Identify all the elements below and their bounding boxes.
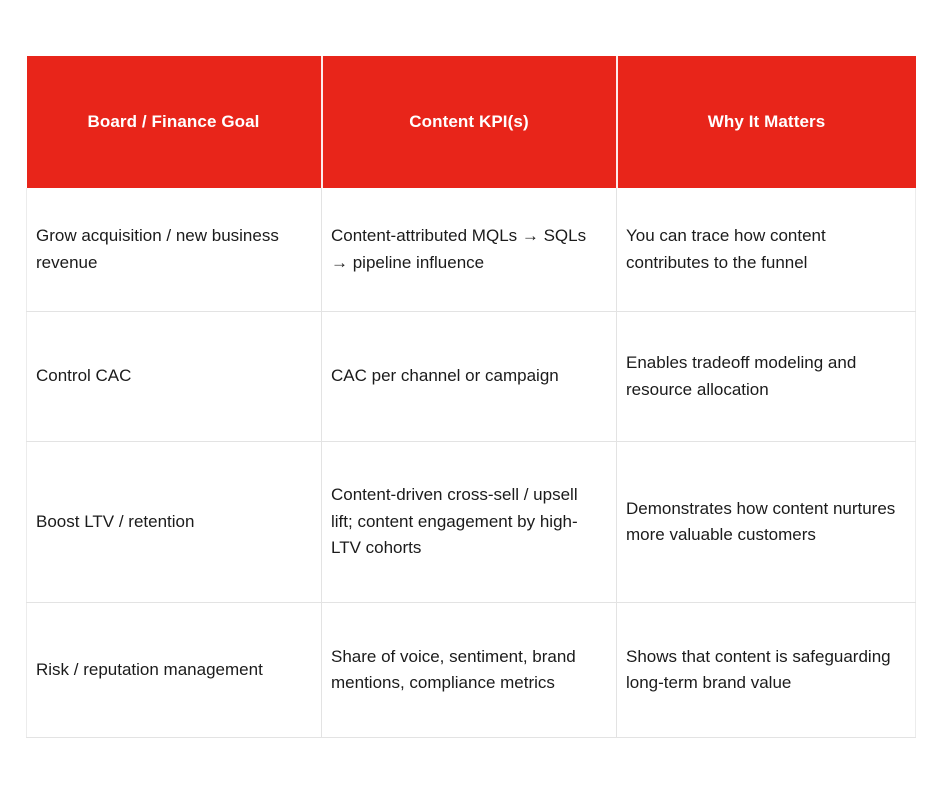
- column-header-board-finance-goal: Board / Finance Goal: [26, 56, 323, 188]
- cell-why: Shows that content is safeguarding long-…: [616, 602, 916, 738]
- table-body: Grow acquisition / new business revenue …: [26, 188, 916, 738]
- board-finance-kpi-table: Board / Finance Goal Content KPI(s) Why …: [26, 56, 916, 738]
- table-header: Board / Finance Goal Content KPI(s) Why …: [26, 56, 916, 188]
- table-row: Grow acquisition / new business revenue …: [26, 188, 916, 312]
- cell-why: Enables tradeoff modeling and resource a…: [616, 311, 916, 442]
- cell-kpi: CAC per channel or campaign: [321, 311, 617, 442]
- cell-why: You can trace how content contributes to…: [616, 188, 916, 312]
- table-row: Control CAC CAC per channel or campaign …: [26, 311, 916, 442]
- table-header-row: Board / Finance Goal Content KPI(s) Why …: [26, 56, 916, 188]
- cell-kpi: Content-driven cross-sell / upsell lift;…: [321, 441, 617, 603]
- cell-goal: Grow acquisition / new business revenue: [26, 188, 322, 312]
- cell-why: Demonstrates how content nurtures more v…: [616, 441, 916, 603]
- cell-goal: Control CAC: [26, 311, 322, 442]
- cell-kpi: Content-attributed MQLs → SQLs → pipelin…: [321, 188, 617, 312]
- cell-kpi: Share of voice, sentiment, brand mention…: [321, 602, 617, 738]
- column-header-content-kpi: Content KPI(s): [321, 56, 618, 188]
- table-row: Risk / reputation management Share of vo…: [26, 602, 916, 738]
- cell-goal: Risk / reputation management: [26, 602, 322, 738]
- cell-goal: Boost LTV / retention: [26, 441, 322, 603]
- column-header-why-it-matters: Why It Matters: [616, 56, 916, 188]
- table-row: Boost LTV / retention Content-driven cro…: [26, 441, 916, 603]
